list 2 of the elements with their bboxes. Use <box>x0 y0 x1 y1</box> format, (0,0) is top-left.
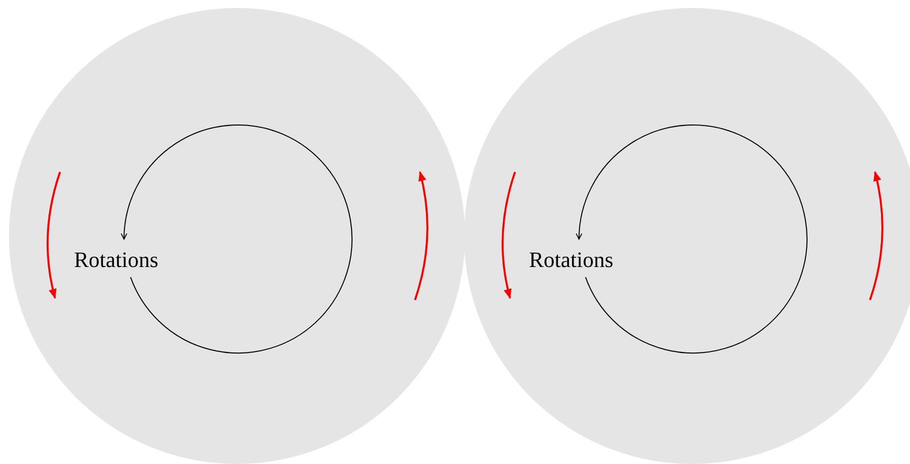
rotation-label: Rotations <box>529 248 614 272</box>
rotation-label: Rotations <box>74 248 158 272</box>
